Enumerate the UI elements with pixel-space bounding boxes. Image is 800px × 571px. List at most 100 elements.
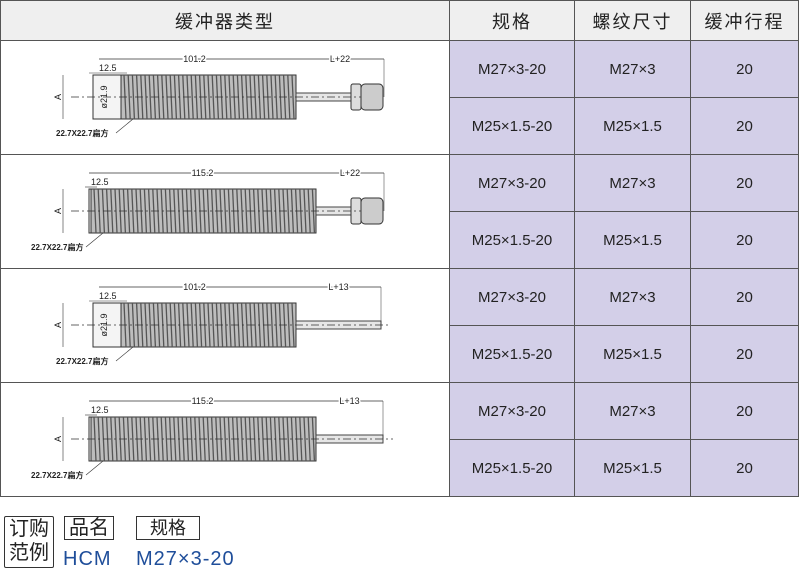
spec-cell: M25×1.5-20 [449,97,575,155]
thread-line [286,416,290,462]
thread-line [303,416,307,462]
spec-cell: M27×3-20 [449,154,575,212]
thread-line [164,416,169,462]
thread-cell: M25×1.5 [574,439,691,497]
thread-line [143,416,148,462]
extension-dimension: L+22 [340,168,360,178]
stroke-cell: 20 [690,154,799,212]
header-spec: 规格 [449,0,575,41]
diameter-dimension: ø21.9 [99,313,109,336]
extension-dimension: L+22 [330,54,350,64]
stroke-cell: 20 [690,439,799,497]
thread-cell: M25×1.5 [574,325,691,383]
stroke-cell: 20 [690,40,799,98]
flat-leader-line [115,118,134,134]
flat-leader-line [85,232,104,248]
thread-line [206,416,211,462]
thread-line [307,188,311,234]
thread-line [307,416,311,462]
header-thread: 螺纹尺寸 [574,0,691,41]
order-example-label: 订购 范例 [4,516,54,568]
thread-line [245,302,249,348]
flat-leader-line [85,460,104,476]
thread-line [131,74,136,120]
flat-dimension: 22.7X22.7扁方 [31,470,83,480]
spec-cell: M25×1.5-20 [449,325,575,383]
thread-line [269,416,274,462]
stroke-cell: 20 [690,382,799,440]
thread-line [164,188,169,234]
thread-line [126,188,131,234]
product-name-value: HCM [63,548,112,570]
thread-line [270,74,274,120]
thread-line [210,188,215,234]
thread-line [244,416,248,462]
spec-cell: M25×1.5-20 [449,211,575,269]
thread-line [244,188,248,234]
length-dimension: 101.2 [183,54,206,64]
a-dimension: A [53,322,63,328]
shoulder-dimension: 12.5 [91,177,109,187]
order-label-line1: 订购 [9,518,49,540]
thread-line [207,302,211,348]
spec-cell: M27×3-20 [449,382,575,440]
thread-line [253,74,257,120]
thread-line [291,74,295,120]
thread-line [131,188,135,234]
spec-value: M27×3-20 [136,548,235,570]
thread-line [211,302,215,348]
extension-dimension: L+13 [339,396,359,406]
flat-dimension: 22.7X22.7扁方 [31,242,83,252]
thread-line [270,302,274,348]
thread-line [286,188,290,234]
thread-line [126,416,131,462]
rod-cap [360,83,384,111]
shoulder-dimension: 12.5 [99,291,117,301]
thread-line [110,188,114,234]
thread-line [173,302,178,348]
thread-line [190,74,194,120]
thread-line [148,302,152,348]
stroke-cell: 20 [690,211,799,269]
flat-dimension: 22.7X22.7扁方 [56,356,108,366]
a-dimension: A [53,94,63,100]
length-dimension: 115.2 [192,396,214,406]
thread-line [210,416,215,462]
thread-line [131,302,136,348]
order-label-line2: 范例 [9,542,49,564]
thread-line [287,302,291,348]
spec-label: 规格 [136,516,200,540]
diameter-dimension: ø21.9 [99,85,109,108]
thread-line [110,416,114,462]
extension-dimension: L+13 [328,282,348,292]
flat-dimension: 22.7X22.7扁方 [56,128,108,138]
stroke-cell: 20 [690,325,799,383]
thread-line [147,416,152,462]
thread-line [194,302,199,348]
thread-line [290,188,295,234]
header-type: 缓冲器类型 [0,0,450,41]
thread-line [206,188,211,234]
header-stroke: 缓冲行程 [690,0,799,41]
thread-line [303,188,307,234]
thread-line [131,416,135,462]
thread-line [253,302,257,348]
thread-line [274,74,278,120]
threaded-body [120,74,297,120]
thread-line [190,302,194,348]
a-dimension: A [53,208,63,214]
thread-line [189,416,194,462]
spec-cell: M27×3-20 [449,268,575,326]
thread-cell: M27×3 [574,268,691,326]
